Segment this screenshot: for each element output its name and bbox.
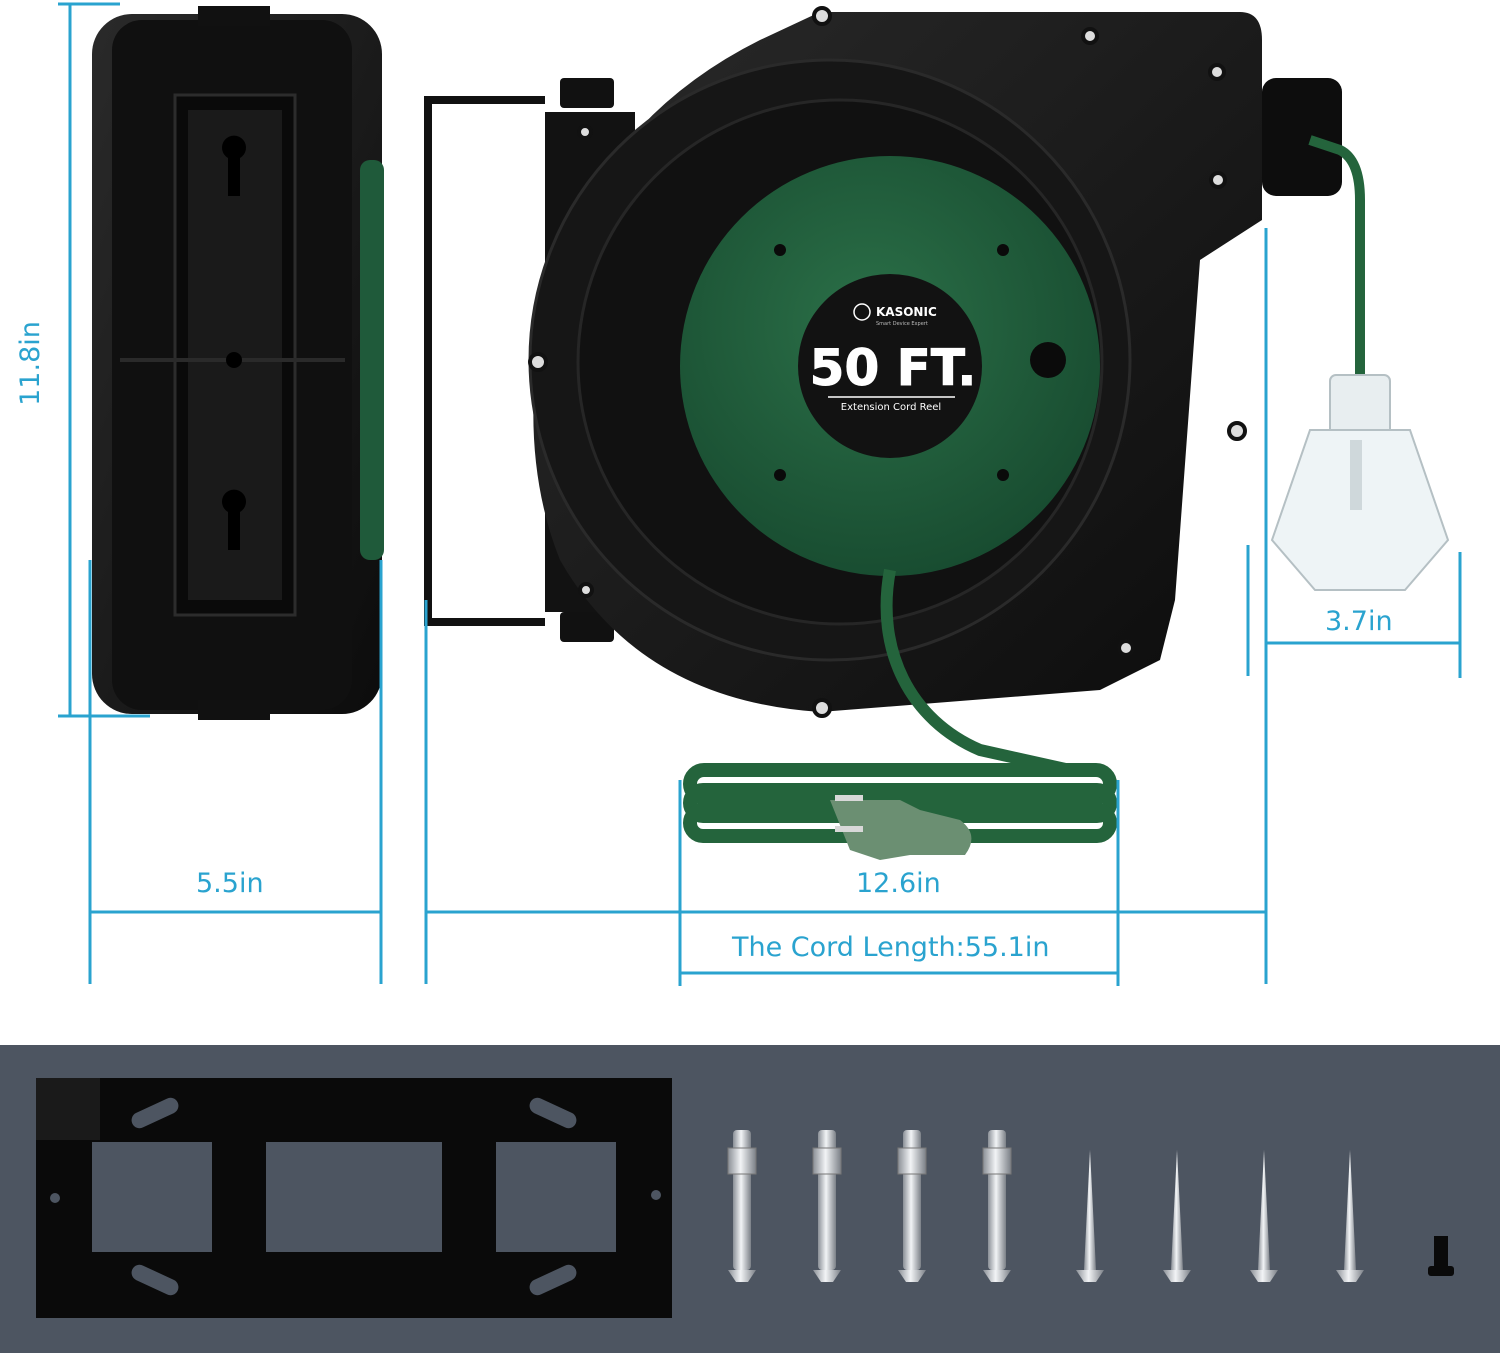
reel-side-view [92,6,384,720]
brand-logo: KASONIC [876,305,937,319]
expansion-anchor-icon [812,1130,842,1282]
wood-screw-icon [1336,1150,1364,1282]
kasonic-logo-icon [853,303,871,321]
reel-front-view [424,6,1342,718]
wood-screw-icon [1163,1150,1191,1282]
cord-plug [830,795,972,860]
depth-dimension-label: 5.5in [196,868,264,899]
dimension-lines [58,2,1462,986]
reel-product-name: Extension Cord Reel [841,402,941,413]
triple-outlet [1270,374,1450,591]
wood-screw-icon [1076,1150,1104,1282]
width-dimension-label: 12.6in [856,868,941,899]
height-dimension-label: 11.8in [14,321,46,406]
outlet-width-dimension-label: 3.7in [1325,606,1393,637]
expansion-anchor-icon [727,1130,757,1282]
cord [880,135,1365,776]
brand-tagline: Smart Device Expert [876,321,928,327]
expansion-anchor-icon [982,1130,1012,1282]
mounting-bracket-icon [36,1078,672,1318]
expansion-anchor-icon [897,1130,927,1282]
cord-length-dimension-label: The Cord Length:55.1in [732,932,1050,963]
hex-nut-icon [1428,1236,1454,1276]
reel-length-label: 50 FT. [810,339,977,397]
wood-screw-icon [1250,1150,1278,1282]
